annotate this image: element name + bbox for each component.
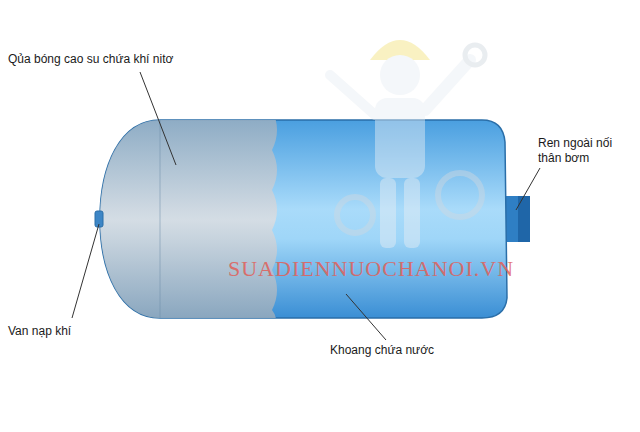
- part-label: Van nạp khí: [8, 324, 71, 339]
- leader-line: [140, 72, 176, 165]
- part-label: Khoang chứa nước: [330, 343, 434, 358]
- watermark: SUADIENNUOCHANOI.VN: [228, 256, 514, 282]
- mascot-watermark: [330, 40, 485, 248]
- leader-lines: [72, 72, 540, 340]
- part-label: Qủa bóng cao su chứa khí nitơ: [8, 52, 173, 67]
- leader-line: [516, 168, 540, 210]
- leader-line: [72, 224, 99, 318]
- part-label: Ren ngoài nối thân bơm: [538, 136, 634, 166]
- leader-line: [346, 294, 386, 340]
- tank-seam: [160, 120, 161, 318]
- gas-bladder: [90, 110, 277, 330]
